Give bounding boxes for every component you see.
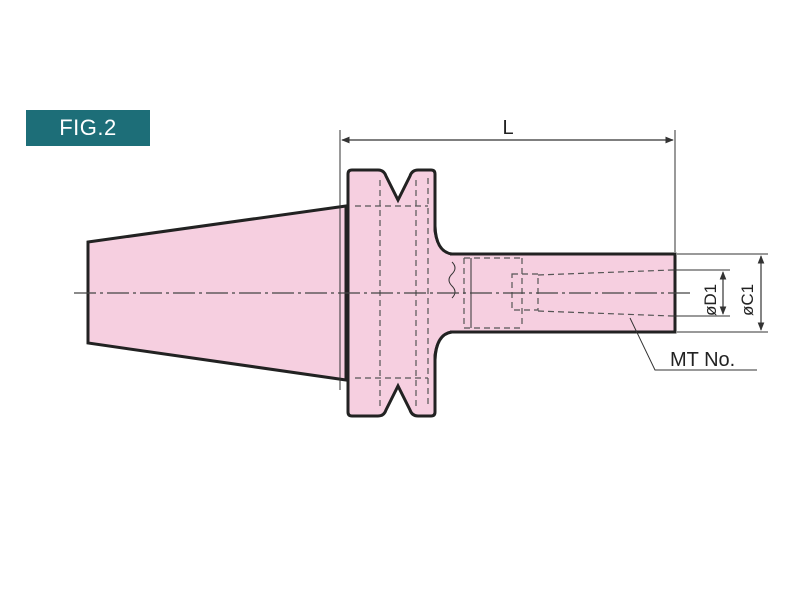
dimension-length <box>339 130 676 252</box>
dimension-c1 <box>677 253 768 333</box>
dimension-d1 <box>672 269 730 317</box>
d1-label: øD1 <box>701 284 720 316</box>
length-label: L <box>502 117 513 139</box>
taper-leader <box>629 317 757 371</box>
figure-label: FIG.2 <box>26 110 150 146</box>
c1-label: øC1 <box>738 284 757 316</box>
taper-label: MT No. <box>670 349 735 371</box>
